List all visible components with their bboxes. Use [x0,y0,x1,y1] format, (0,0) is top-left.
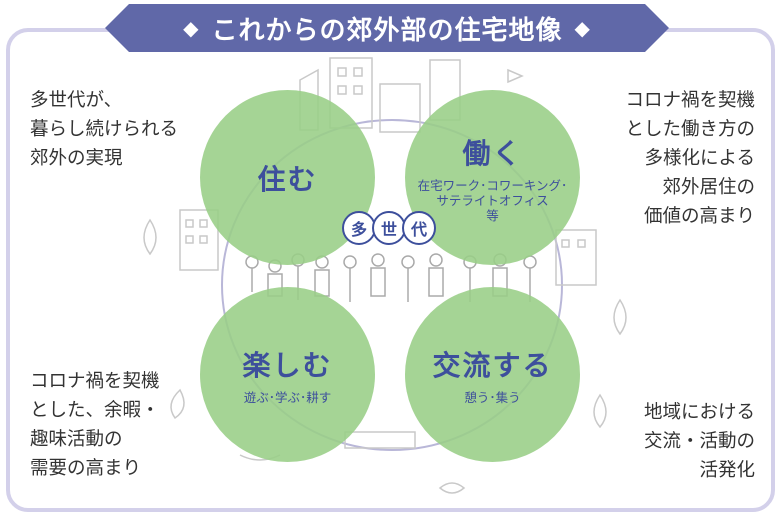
text-line: とした、余暇・ [30,400,160,421]
sub-line: 等 [486,208,499,223]
circle-exchange: 交流する 憩う･集う [405,287,580,462]
text-line: 活発化 [699,460,755,481]
text-line: 需要の高まり [30,458,142,479]
banner-title-text: これからの郊外部の住宅地像 [211,15,563,46]
sub-line: 遊ぶ･学ぶ･耕す [243,390,332,405]
circle-work-sub: 在宅ワーク･コワーキング･ サテライトオフィス 等 [418,178,568,223]
circle-enjoy-sub: 遊ぶ･学ぶ･耕す [244,390,332,405]
circle-work: 働く 在宅ワーク･コワーキング･ サテライトオフィス 等 [405,90,580,265]
badge-char: 代 [402,211,436,245]
text-line: コロナ禍を契機 [625,90,755,111]
diamond-right-icon: ◆ [574,16,591,40]
text-line: 趣味活動の [30,429,123,450]
text-line: 暮らし続けられる [30,119,179,140]
text-line: 交流・活動の [643,431,755,452]
text-line: コロナ禍を契機 [30,371,160,392]
text-line: とした働き方の [625,119,755,140]
bottom-left-text: コロナ禍を契機 とした、余暇・ 趣味活動の 需要の高まり [30,367,160,483]
circle-exchange-sub: 憩う･集う [464,390,520,405]
circle-work-title: 働く [462,137,523,170]
text-line: 価値の高まり [643,206,755,227]
circle-exchange-title: 交流する [432,349,553,382]
bottom-right-text: 地域における 交流・活動の 活発化 [644,398,755,485]
sub-line: 在宅ワーク･コワーキング･ [417,178,568,193]
diamond-left-icon: ◆ [183,16,200,40]
circle-enjoy-title: 楽しむ [242,349,333,382]
text-line: 多世代が、 [30,90,123,111]
sub-line: 憩う･集う [464,390,521,405]
multi-generation-badge: 多 世 代 [342,207,436,247]
text-line: 郊外の実現 [30,148,123,169]
circle-live-title: 住む [257,162,318,196]
text-line: 地域における [643,402,755,423]
top-left-text: 多世代が、 暮らし続けられる 郊外の実現 [30,86,178,173]
badge-char: 多 [342,211,376,245]
top-right-text: コロナ禍を契機 とした働き方の 多様化による 郊外居住の 価値の高まり [625,86,755,231]
text-line: 多様化による [644,148,755,169]
badge-char: 世 [372,211,406,245]
circle-enjoy: 楽しむ 遊ぶ･学ぶ･耕す [200,287,375,462]
text-line: 郊外居住の [662,177,755,198]
sub-line: サテライトオフィス [436,193,549,208]
title-banner: ◆ これからの郊外部の住宅地像 ◆ [105,4,669,52]
